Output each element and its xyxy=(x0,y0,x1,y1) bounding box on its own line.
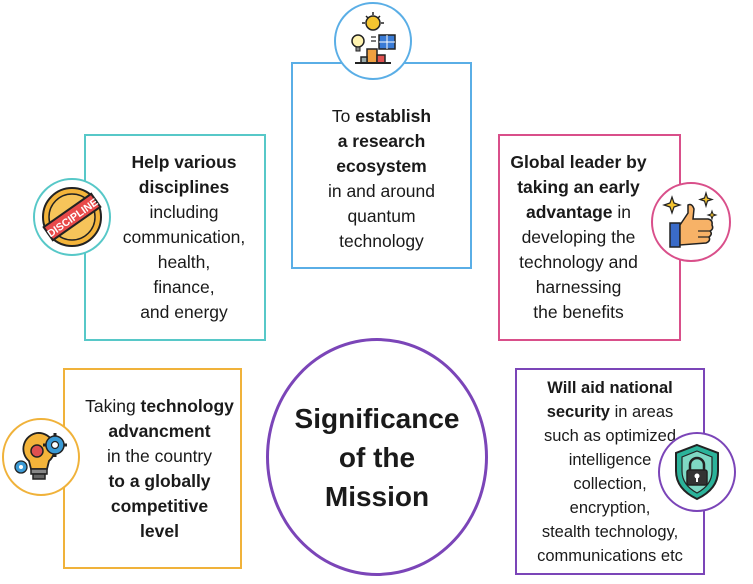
text: in areas xyxy=(610,402,674,421)
text-bold: Will aid national xyxy=(547,378,673,397)
text: communication, xyxy=(122,227,246,247)
text: quantum xyxy=(347,205,416,226)
text: the benefits xyxy=(533,302,624,322)
text: technology xyxy=(339,230,424,251)
text-bold: a research xyxy=(337,130,426,151)
text: such as optimized xyxy=(543,426,677,445)
text: collection, xyxy=(573,474,647,493)
center-title-line: Mission xyxy=(324,480,430,512)
text: in the country xyxy=(106,445,213,466)
text-bold: security xyxy=(546,402,610,421)
text: and energy xyxy=(140,302,228,322)
text: in xyxy=(612,202,632,222)
center-circle: Significance of the Mission xyxy=(266,338,488,576)
text-bold: Global leader by xyxy=(510,152,647,172)
text: intelligence xyxy=(568,450,652,469)
text-bold: disciplines xyxy=(138,177,230,197)
lightbulb-gear-icon xyxy=(2,418,80,496)
box-disciplines: Help various disciplines including commu… xyxy=(84,134,266,341)
text: in and around xyxy=(327,180,436,201)
box-global-leader: Global leader by taking an early advanta… xyxy=(498,134,681,341)
text: harnessing xyxy=(535,277,622,297)
text: including xyxy=(149,202,219,222)
center-title-line: of the xyxy=(338,441,416,473)
text-bold: level xyxy=(140,520,179,541)
box-technology-advancement: Taking technology advancment in the coun… xyxy=(63,368,242,569)
text: stealth technology, xyxy=(541,522,679,541)
text: health, xyxy=(157,252,211,272)
text-bold: taking an early xyxy=(517,177,640,197)
text-bold: technology xyxy=(140,395,234,416)
center-title-line: Significance xyxy=(294,402,460,434)
text: Taking xyxy=(85,395,141,416)
text-bold: advantage xyxy=(525,202,613,222)
text-bold: advancment xyxy=(108,420,211,441)
center-title: Significance of the Mission xyxy=(295,399,460,516)
text: communications etc xyxy=(537,546,683,565)
research-lab-icon xyxy=(334,2,412,80)
text: finance, xyxy=(153,277,215,297)
text-bold: competitive xyxy=(110,495,209,516)
text-bold: to a globally xyxy=(108,470,211,491)
text: developing the xyxy=(521,227,636,247)
discipline-stamp-icon: DISCIPLINE xyxy=(33,178,111,256)
text-bold: ecosystem xyxy=(336,155,427,176)
text: encryption, xyxy=(569,498,651,517)
security-shield-icon xyxy=(658,432,736,512)
text: technology and xyxy=(519,252,638,272)
text: To xyxy=(331,105,356,126)
text-bold: Help various xyxy=(131,152,237,172)
thumbs-up-icon xyxy=(651,182,731,262)
text-bold: establish xyxy=(355,105,432,126)
box-research-ecosystem: To establish a research ecosystem in and… xyxy=(291,62,472,269)
